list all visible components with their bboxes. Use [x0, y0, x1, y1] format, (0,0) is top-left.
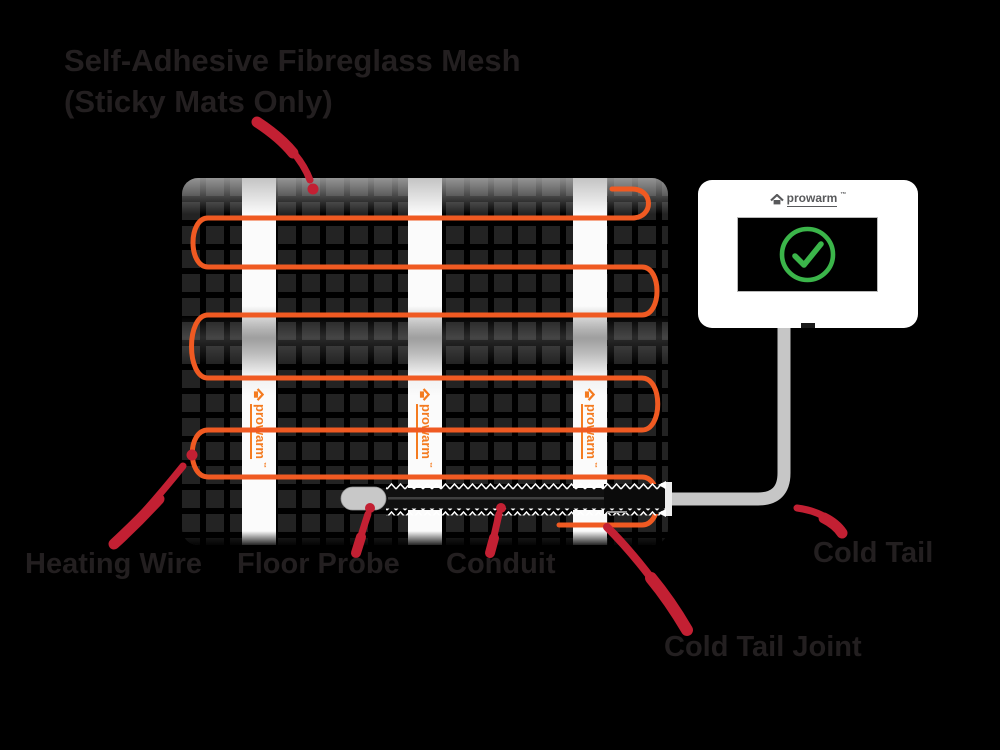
- prowarm-logo-vertical: prowarm ™: [250, 388, 268, 468]
- label-heating-wire: Heating Wire: [25, 548, 202, 580]
- arrow-cold-tail-joint-taper: [645, 572, 693, 636]
- label-floor-probe: Floor Probe: [237, 548, 400, 580]
- label-cold-tail-joint: Cold Tail Joint: [664, 631, 862, 663]
- arrow-mesh-taper: [251, 116, 299, 159]
- conduit-highlight: [388, 497, 664, 500]
- house-icon: [585, 388, 596, 401]
- arrow-dot-mesh: [307, 183, 319, 195]
- mat-top-highlight: [182, 178, 668, 214]
- thermostat-notch: [801, 323, 815, 328]
- bracket-arrow-top: [658, 481, 666, 489]
- title-line-2: (Sticky Mats Only): [64, 84, 333, 119]
- arrow-dot-heating-wire: [186, 449, 198, 461]
- trademark-mark: ™: [840, 192, 847, 198]
- conduit-zigzag-top: [386, 482, 668, 490]
- thermostat: prowarm ™: [698, 180, 918, 328]
- brand-name: prowarm: [786, 191, 838, 207]
- annotation-arrows: [108, 116, 848, 636]
- joint-detail-line: [607, 511, 627, 513]
- house-icon: [254, 388, 265, 401]
- arrow-dot-floor-probe: [365, 503, 375, 513]
- label-conduit: Conduit: [446, 548, 556, 580]
- prowarm-logo-vertical: prowarm ™: [581, 388, 599, 468]
- label-cold-tail: Cold Tail: [813, 537, 934, 569]
- heating-mat: prowarm ™ prowarm ™ prowarm ™: [182, 178, 668, 545]
- cold-tail-cable: [670, 328, 791, 506]
- thermostat-screen: [737, 217, 878, 292]
- cold-tail-end-bracket: [665, 482, 672, 516]
- bracket-arrow-bottom: [658, 509, 666, 517]
- floor-probe-capsule: [340, 486, 387, 511]
- arrow-floor-probe-taper: [351, 532, 366, 558]
- title-line-1: Self-Adhesive Fibreglass Mesh: [64, 43, 521, 78]
- conduit-zigzag-bottom: [386, 508, 668, 516]
- diagram-title: Self-Adhesive Fibreglass Mesh (Sticky Ma…: [64, 40, 521, 122]
- check-circle-icon: [779, 226, 836, 283]
- arrow-dot-conduit: [496, 503, 506, 513]
- house-icon: [420, 388, 431, 401]
- thermostat-brand-logo: prowarm ™: [698, 191, 918, 207]
- adhesive-tape-strip: prowarm ™: [242, 178, 276, 545]
- arrow-conduit-taper: [485, 533, 499, 558]
- mat-bottom-shade: [182, 531, 668, 545]
- heating-wire-path: [189, 186, 661, 528]
- prowarm-logo-vertical: prowarm ™: [416, 388, 434, 468]
- arrow-heating-wire-taper: [108, 493, 165, 550]
- mat-fold-highlight: [182, 316, 668, 364]
- house-icon: [769, 193, 784, 204]
- arrow-cold-tail-taper: [818, 512, 848, 539]
